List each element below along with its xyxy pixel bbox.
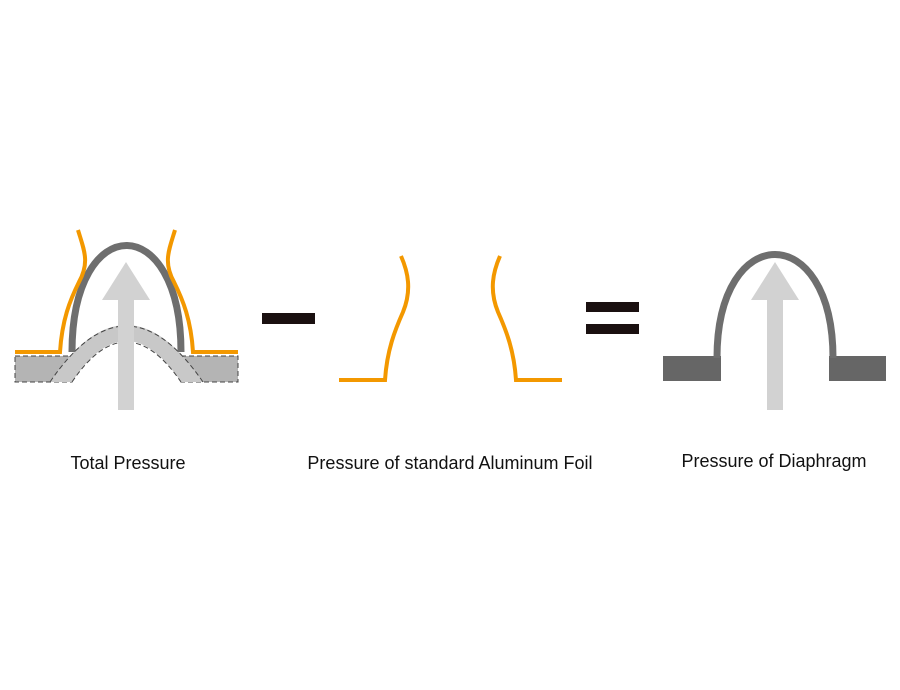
- total-pressure-arrow: [102, 262, 150, 410]
- diaphragm-caption: Pressure of Diaphragm: [681, 451, 867, 471]
- diaphragm-panel: [663, 251, 886, 410]
- diaphragm-left-base: [663, 356, 721, 381]
- total-diaphragm-dome: [68, 242, 185, 353]
- diaphragm-pressure-arrow: [751, 262, 799, 410]
- total-foil-left: [15, 229, 88, 354]
- equals-sign: [586, 302, 639, 334]
- foil-right-piece: [490, 255, 562, 382]
- diaphragm-dome: [713, 251, 837, 359]
- total-pressure-caption: Total Pressure: [70, 453, 186, 473]
- total-pressure-panel: [14, 229, 239, 410]
- total-foil-right: [165, 229, 238, 354]
- foil-left-piece: [339, 255, 411, 382]
- aluminum-foil-caption: Pressure of standard Aluminum Foil: [307, 453, 593, 473]
- aluminum-foil-panel: [339, 255, 562, 382]
- minus-sign: [262, 313, 315, 324]
- deformed-diaphragm-inner-outline: [71, 341, 182, 383]
- diaphragm-right-base: [829, 356, 886, 381]
